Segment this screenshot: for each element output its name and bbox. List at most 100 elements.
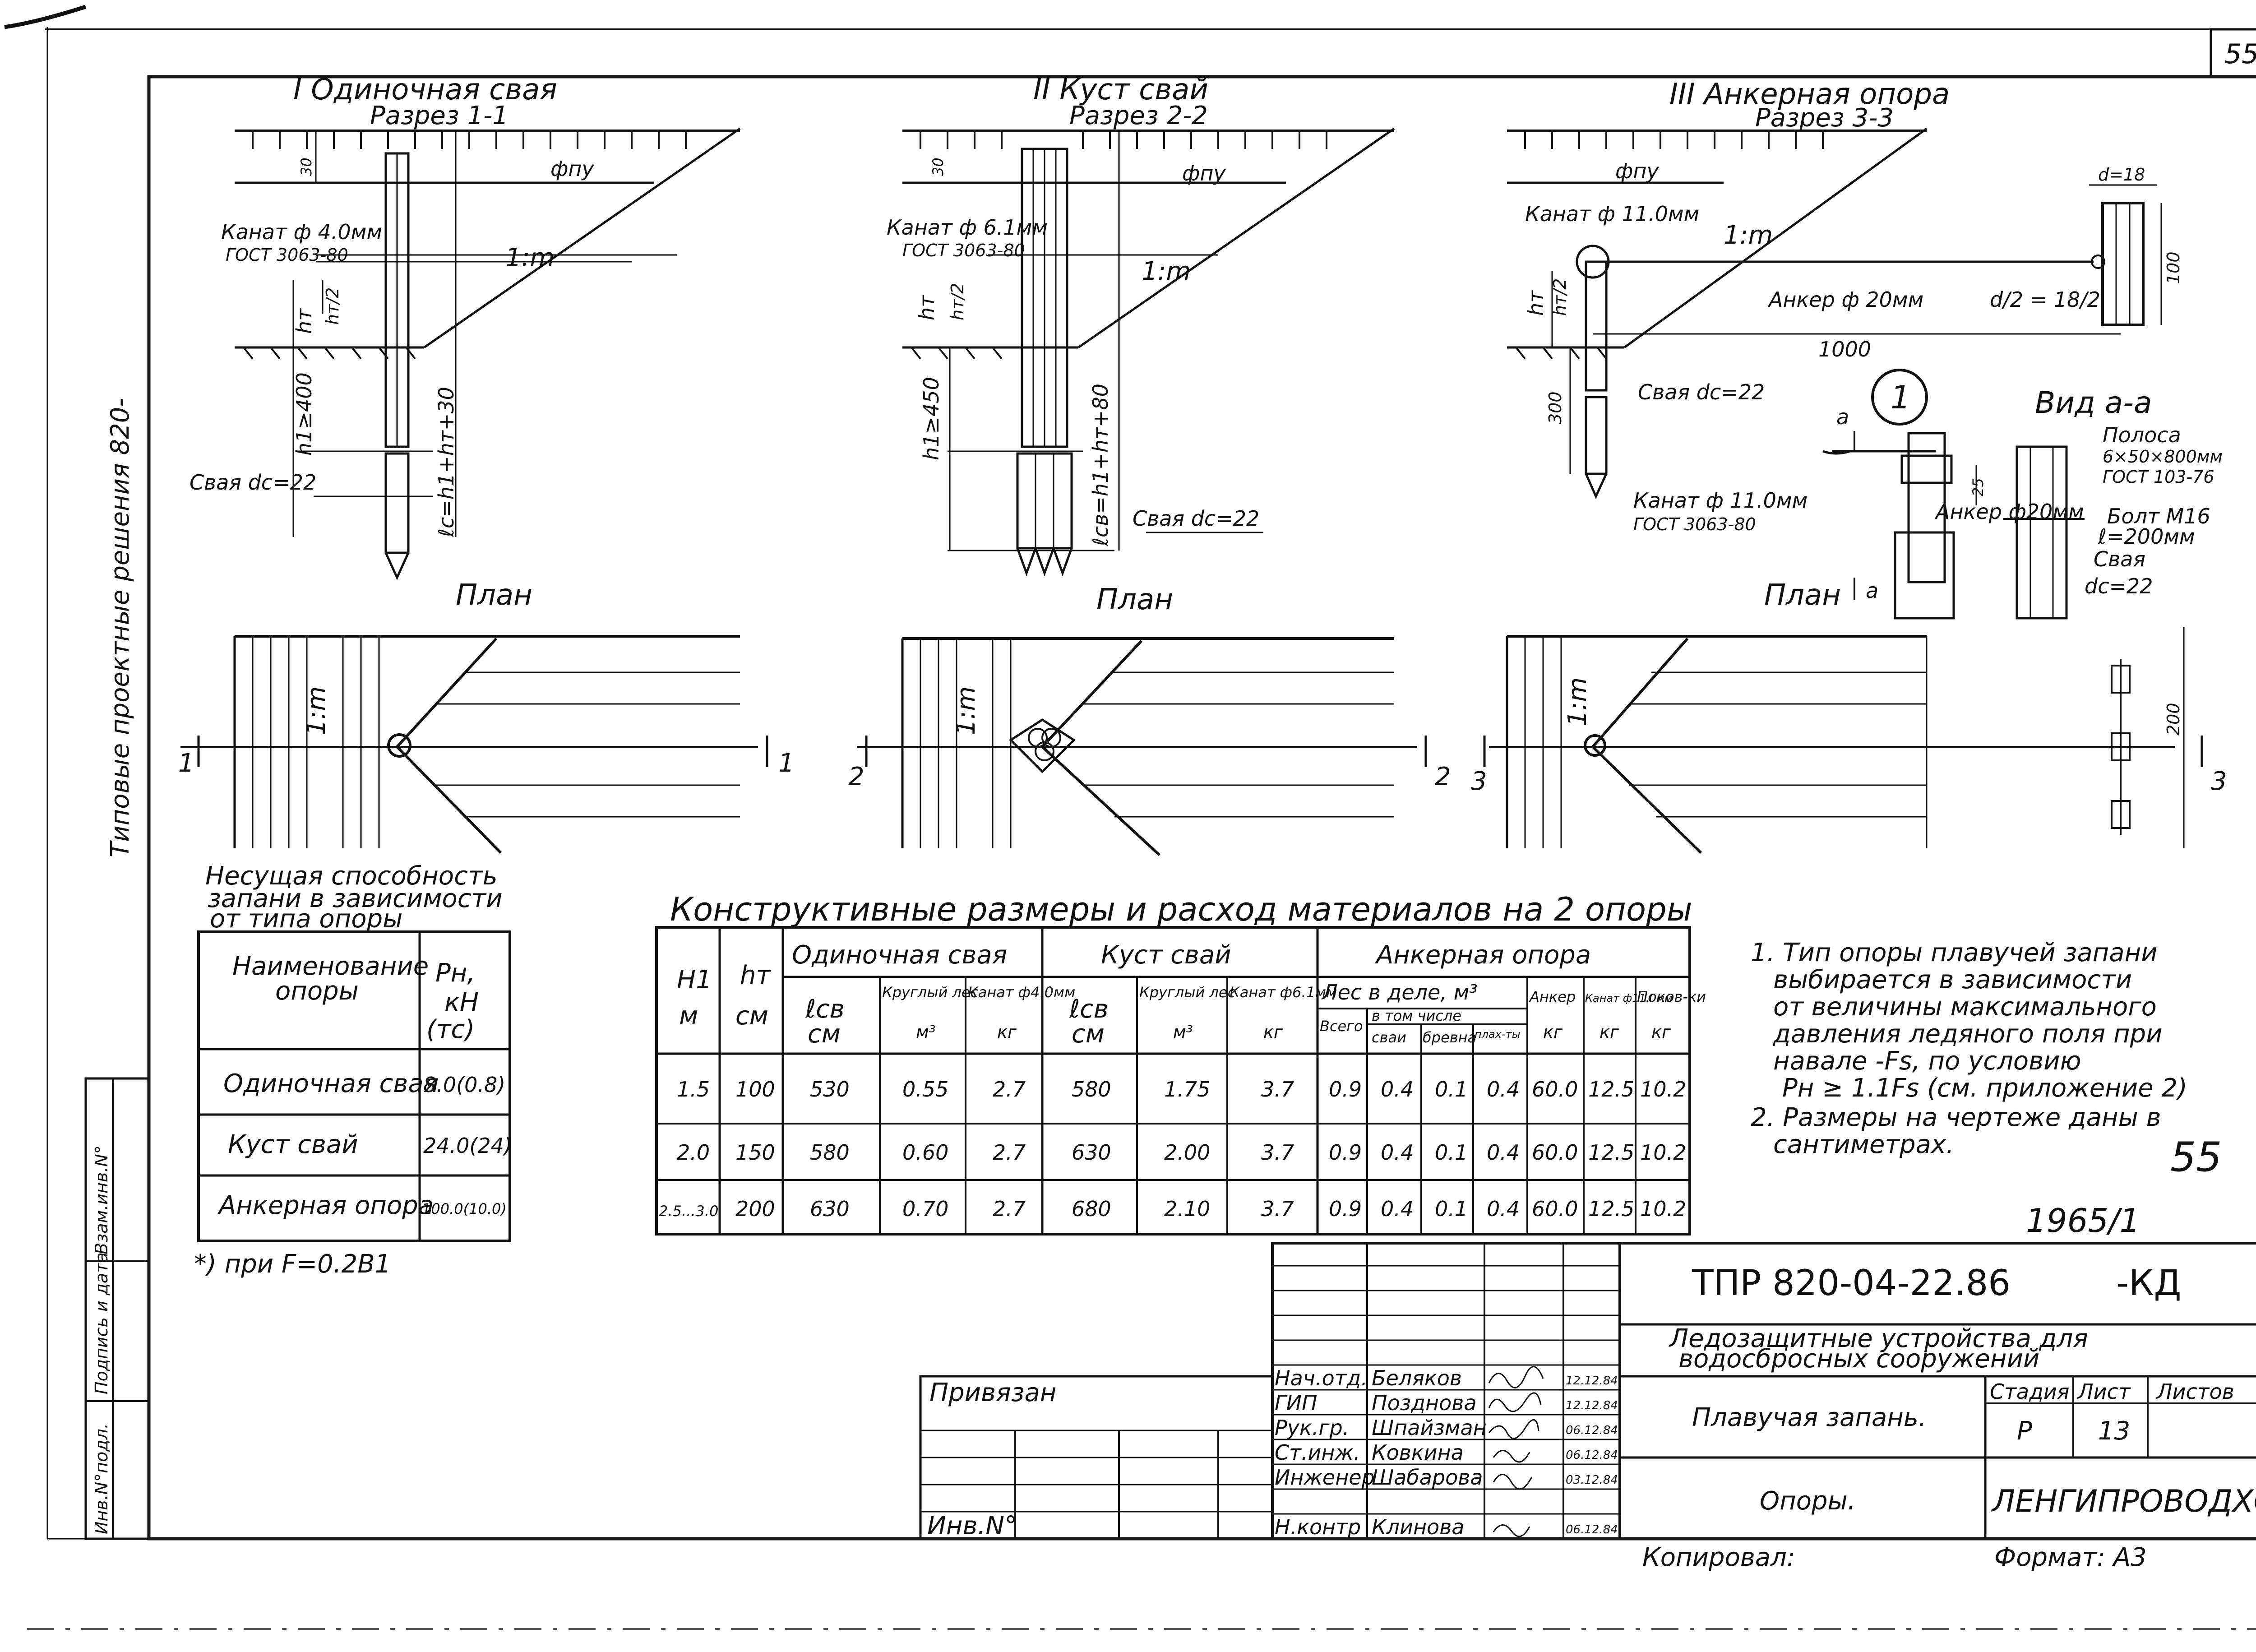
stamp-date: 06.12.84: [1566, 1448, 1618, 1462]
stamp-suffix: -КД: [2116, 1263, 2181, 1304]
page-number-top: 55: [2224, 38, 2256, 70]
mt-a-forg: Поков-ки: [1637, 988, 1706, 1005]
detail-a-top: а: [1836, 405, 1849, 429]
mt-cell: 0.60: [902, 1140, 948, 1165]
mt-ht: hт: [740, 961, 771, 990]
mt-cell: 200: [735, 1197, 775, 1221]
mt-cell: 0.9: [1329, 1197, 1362, 1221]
plan-1-drawing: [180, 635, 768, 854]
mt-cell: 0.1: [1435, 1077, 1468, 1101]
stamp-role: ГИП: [1275, 1391, 1318, 1415]
s3-slope: 1:m: [1724, 221, 1773, 250]
section-3-title: III Анкерная опора: [1669, 78, 1950, 111]
mt-a-anchor-unit: кг: [1543, 1022, 1563, 1042]
materials-table-grid: [655, 926, 1691, 1236]
mt-cell: 580: [810, 1140, 850, 1165]
mt-s-rope-unit: кг: [997, 1022, 1017, 1042]
plan-2-label: План: [1096, 583, 1173, 616]
mt-c-lsv: ℓсв: [1069, 995, 1109, 1024]
mt-cell: 3.7: [1261, 1140, 1294, 1165]
mt-s-lsv: ℓсв: [805, 995, 845, 1024]
plan-1-slope: 1:m: [302, 686, 331, 736]
view-pile-d: dс=22: [2085, 574, 2153, 598]
plan-3-label: План: [1764, 578, 1841, 612]
mt-cell: 10.2: [1640, 1140, 1686, 1165]
mt-c-rope: Канат ф6.1мм: [1230, 984, 1337, 1001]
side-cell-inventory: Инв.N°подл.: [92, 1423, 111, 1534]
plan-2-drawing: [857, 637, 1427, 856]
mt-row-1: 1.5 100 530 0.55 2.7 580 1.75 3.7 0.9 0.…: [677, 1077, 1686, 1101]
stamp-stage-h: Стадия: [1990, 1379, 2069, 1404]
mt-s-rope: Канат ф4.0мм: [968, 984, 1075, 1001]
s3-pile: Свая dс=22: [1638, 380, 1765, 404]
mt-cell: 60.0: [1532, 1197, 1578, 1221]
capacity-caption-3: от типа опоры: [210, 904, 402, 934]
title-block-grid: [919, 1242, 2256, 1540]
mt-c-lsv-unit: см: [1072, 1019, 1105, 1049]
stamp-sheets-h: Листов: [2156, 1379, 2234, 1404]
mt-cell: 10.2: [1640, 1077, 1686, 1101]
mt-cell: 2.7: [993, 1077, 1026, 1101]
stamp-name: Шпайзман: [1372, 1416, 1487, 1440]
stamp-code: ТПР 820-04-22.86: [1692, 1263, 2011, 1304]
view-strip: Полоса: [2103, 423, 2181, 447]
mt-cell: 0.4: [1487, 1197, 1520, 1221]
capacity-row-1-p: 8.0(0.8): [423, 1073, 505, 1097]
mt-cell: 2.00: [1164, 1140, 1210, 1165]
stamp-people: Нач.отд. Беляков 12.12.84 ГИП Позднова 1…: [1275, 1366, 1618, 1539]
stamp-stage: Р: [2017, 1416, 2032, 1446]
stamp-date: 06.12.84: [1566, 1424, 1618, 1437]
detail-number: 1: [1891, 379, 1911, 416]
capacity-caption-1: Несущая способность: [205, 861, 498, 891]
mt-cell: 60.0: [1532, 1077, 1578, 1101]
mt-a-rope: Канат ф11.0мм: [1585, 992, 1673, 1004]
section-2-title: II Куст свай: [1033, 73, 1208, 106]
mt-cell: 0.4: [1381, 1197, 1414, 1221]
capacity-row-1-name: Одиночная свая: [223, 1069, 439, 1098]
mt-a-incl: в том числе: [1372, 1007, 1461, 1024]
capacity-head-p-1: Pн,: [435, 958, 475, 988]
mt-group-anchor: Анкерная опора: [1375, 940, 1591, 970]
mt-cell: 60.0: [1532, 1140, 1578, 1165]
stamp-date: 03.12.84: [1566, 1473, 1618, 1487]
detail-gost: ГОСТ 3063-80: [1633, 514, 1756, 534]
mt-cell: 12.5: [1588, 1140, 1634, 1165]
side-cell-signature: Подпись и дата: [92, 1252, 111, 1394]
mt-cell: 0.9: [1329, 1077, 1362, 1101]
capacity-row-2-name: Куст свай: [228, 1130, 358, 1159]
stamp-org: ЛЕНГИПРОВОДХОЗ: [1991, 1484, 2256, 1519]
section-1-subtitle: Разрез 1-1: [370, 101, 509, 130]
plan-3-marker-right: 3: [2211, 767, 2227, 796]
section-1-title: I Одиночная свая: [293, 73, 557, 106]
plan-3-200: 200: [2164, 703, 2183, 736]
mt-cell: 100: [735, 1077, 775, 1101]
mt-a-piles: сваи: [1372, 1029, 1406, 1046]
plan-3-drawing: [1483, 627, 2203, 854]
mt-row-3: 2.5...3.0 200 630 0.70 2.7 680 2.10 3.7 …: [659, 1197, 1686, 1221]
note-line: сантиметрах.: [1773, 1130, 1954, 1159]
capacity-row-3-p: 100.0(10.0): [422, 1200, 507, 1217]
mt-a-anchor: Анкер: [1529, 988, 1576, 1005]
plan-1-marker-right: 1: [778, 749, 795, 778]
mt-group-cluster: Куст свай: [1101, 940, 1231, 970]
s2-rope: Канат ф 6.1мм: [887, 215, 1048, 240]
mt-group-single: Одиночная свая: [792, 940, 1007, 970]
stamp-name: Клинова: [1372, 1515, 1464, 1539]
detail-anchor: Анкер ф20мм: [1934, 500, 2084, 524]
note-line: навале -Fs, по условию: [1773, 1046, 2081, 1076]
stamp-sheet-h: Лист: [2077, 1379, 2131, 1404]
mt-ht-unit: см: [735, 1001, 768, 1031]
mt-cell: 1.75: [1164, 1077, 1210, 1101]
mt-h1-unit: м: [679, 1001, 698, 1031]
capacity-head-p-2: кН: [444, 988, 479, 1017]
mt-a-planks: плах-ты: [1475, 1028, 1521, 1041]
s1-ht: hт: [292, 308, 316, 334]
section-3-drawing: III Анкерная опора Разрез 3-3: [1507, 78, 2162, 500]
mt-cell: 680: [1072, 1197, 1111, 1221]
stamp-date: 06.12.84: [1566, 1523, 1618, 1536]
side-caption: Типовые проектные решения 820-: [106, 398, 135, 857]
mt-cell: 0.4: [1487, 1140, 1520, 1165]
stamp-date: 12.12.84: [1566, 1374, 1618, 1388]
s2-slope: 1:m: [1142, 257, 1191, 286]
